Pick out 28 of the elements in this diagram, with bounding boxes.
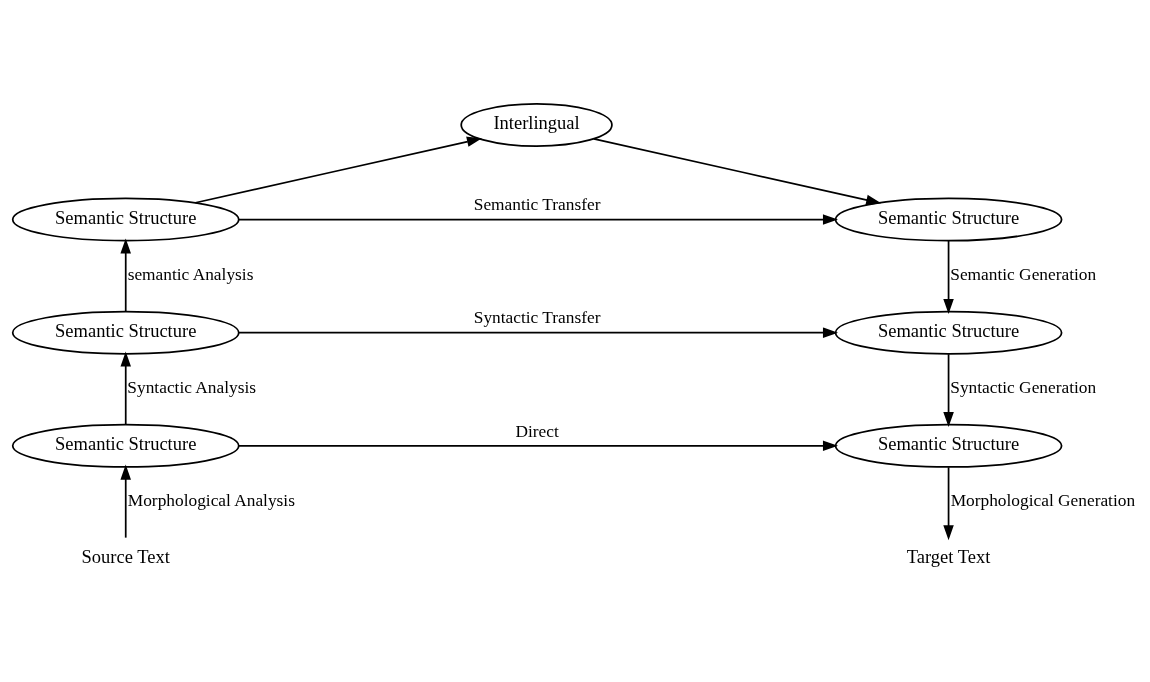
node-text: Target Text — [906, 546, 991, 567]
node-ellipse: Semantic Structure — [834, 310, 1063, 355]
edge-label: Direct — [515, 421, 559, 441]
edge-label: Syntactic Transfer — [473, 307, 601, 327]
edge-label: Morphological Generation — [950, 490, 1136, 510]
arrow — [237, 440, 839, 451]
node-ellipse: Semantic Structure — [11, 310, 240, 355]
edge-label: Semantic Generation — [950, 264, 1097, 284]
arrow — [943, 239, 954, 314]
arrow — [120, 464, 131, 538]
edge-label: Syntactic Generation — [950, 377, 1097, 397]
arrow — [120, 351, 131, 425]
edge-label: Morphological Analysis — [127, 490, 295, 510]
arrow — [194, 136, 482, 204]
edge-label: Syntactic Analysis — [127, 377, 256, 397]
edge-label: Semantic Transfer — [473, 194, 601, 214]
arrow — [943, 352, 954, 427]
node-ellipse: Semantic Structure — [834, 197, 1063, 242]
node-text: Source Text — [81, 546, 170, 567]
arrow — [943, 465, 954, 540]
arrow — [120, 237, 131, 312]
arrow — [237, 326, 839, 338]
node-ellipse: Semantic Structure — [834, 423, 1063, 468]
arrow — [593, 137, 882, 205]
node-ellipse: Semantic Structure — [11, 423, 240, 468]
edge-label: semantic Analysis — [127, 264, 254, 284]
arrow — [237, 213, 839, 225]
node-ellipse: Semantic Structure — [11, 197, 240, 242]
